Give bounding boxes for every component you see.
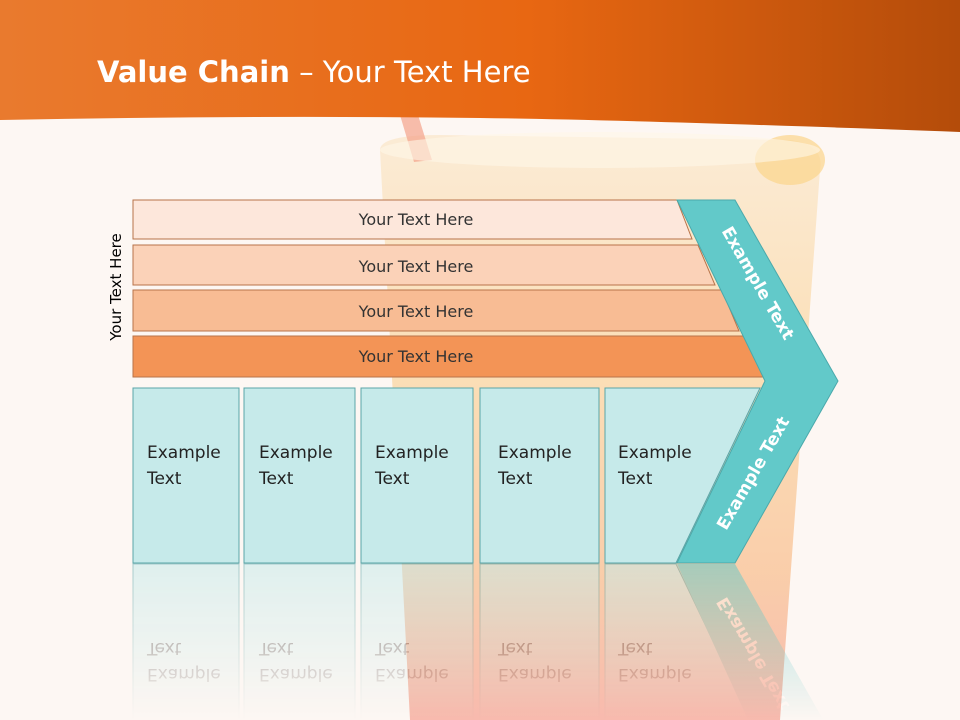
support-bar-3: Your Text Here — [132, 289, 740, 332]
primary-box-4-line1: Example — [498, 443, 572, 463]
header-band — [0, 0, 960, 132]
primary-box-3: Example Text — [360, 387, 474, 564]
primary-box-3-line1: Example — [375, 443, 449, 463]
primary-box-4: Example Text — [479, 387, 600, 564]
reflection-text: Text — [146, 638, 182, 658]
primary-activities: Example Text Example Text Example Text E… — [132, 387, 761, 564]
support-bar-1: Your Text Here — [132, 199, 693, 240]
slide-title: Value Chain – Your Text Here — [97, 55, 531, 89]
primary-box-2-line1: Example — [259, 443, 333, 463]
reflection-text: Text — [258, 638, 294, 658]
reflection-text: Text — [374, 638, 410, 658]
reflection-text: Example — [498, 664, 572, 684]
support-bar-2-label: Your Text Here — [358, 257, 474, 276]
primary-box-5-line2: Text — [617, 469, 653, 489]
primary-box-2: Example Text — [243, 387, 356, 564]
diagram-reflection: Example Text Example Text Example Text E… — [132, 563, 824, 720]
primary-box-1-line2: Text — [146, 469, 182, 489]
margin-arrow: Example Text Example Text — [676, 199, 839, 564]
reflection-text: Example — [259, 664, 333, 684]
support-bar-3-label: Your Text Here — [358, 302, 474, 321]
primary-box-1-line1: Example — [147, 443, 221, 463]
reflection-text: Example — [147, 664, 221, 684]
support-bar-4-label: Your Text Here — [358, 347, 474, 366]
support-bar-1-label: Your Text Here — [358, 210, 474, 229]
primary-box-4-line2: Text — [497, 469, 533, 489]
primary-box-5: Example Text — [604, 387, 761, 564]
support-bar-4: Your Text Here — [132, 335, 765, 378]
primary-box-3-line2: Text — [374, 469, 410, 489]
primary-box-5-line1: Example — [618, 443, 692, 463]
primary-box-2-line2: Text — [258, 469, 294, 489]
reflection-text: Text — [617, 638, 653, 658]
reflection-text: Text — [497, 638, 533, 658]
support-bar-2: Your Text Here — [132, 244, 716, 286]
reflection-text: Example — [618, 664, 692, 684]
support-activities: Your Text Here Your Text Here Your Text … — [132, 199, 765, 378]
primary-box-1: Example Text — [132, 387, 240, 564]
reflection-text: Example — [375, 664, 449, 684]
